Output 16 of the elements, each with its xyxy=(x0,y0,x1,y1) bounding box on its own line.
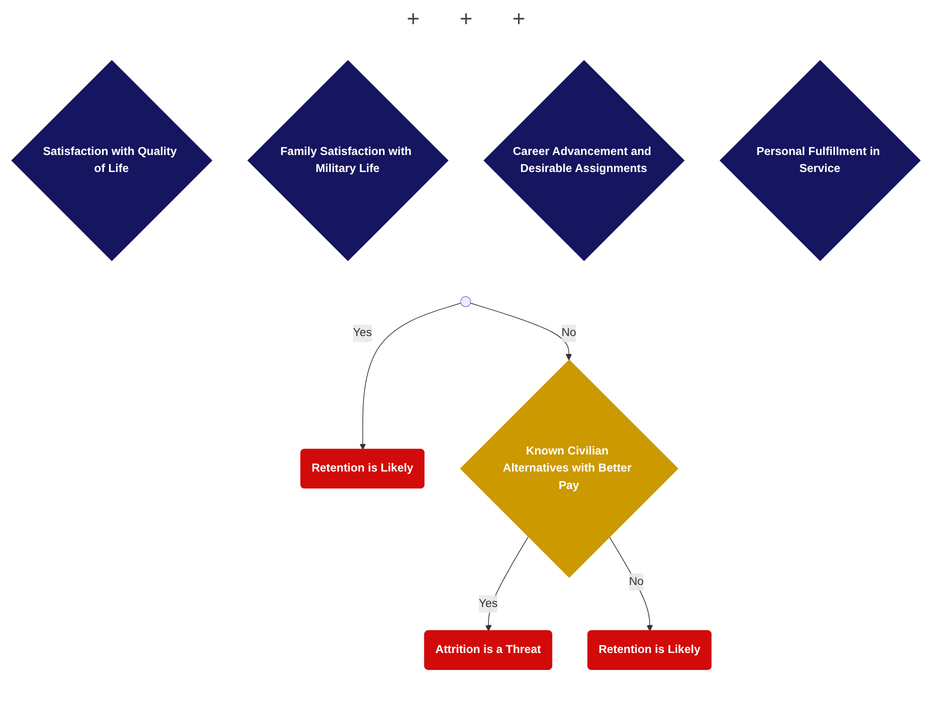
node-diamond: Personal Fulfillment in Service xyxy=(720,60,921,262)
arrow xyxy=(470,302,572,360)
plus-sign: + xyxy=(406,6,420,32)
edge-label: Yes xyxy=(353,326,372,340)
node-diamond: Career Advancement and Desirable Assignments xyxy=(483,60,685,262)
arrow xyxy=(485,536,529,632)
node-diamond: Known Civilian Alternatives with Better Pay xyxy=(460,359,678,578)
plus-sign: + xyxy=(512,6,526,32)
plus-sign: + xyxy=(460,6,472,32)
arrow xyxy=(609,536,653,632)
node-diamond: Family Satisfaction with Military Life xyxy=(247,60,449,262)
edge-label: No xyxy=(628,576,644,588)
edge-label: Yes xyxy=(478,598,498,610)
node-diamond: Satisfaction with Quality of Life xyxy=(11,60,212,262)
arrow xyxy=(360,302,462,450)
edge-label: No xyxy=(561,326,576,340)
